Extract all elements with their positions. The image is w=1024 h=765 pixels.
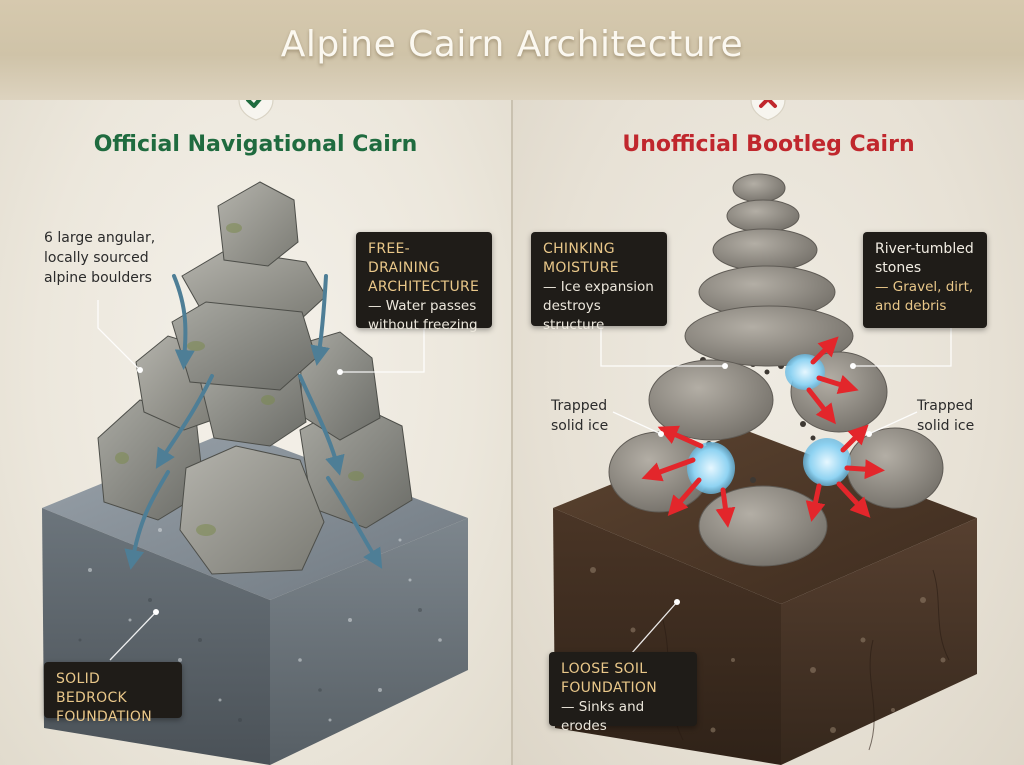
callout-heading: ARCHITECTURE [368,279,480,295]
ice-label-line: Trapped [917,398,974,414]
bootleg-cairn-panel: Unofficial Bootleg Cairn CHINKING MOISTU… [513,100,1024,765]
official-cairn-illustration [42,181,468,765]
callout-heading: FOUNDATION [56,709,152,725]
free-draining-callout: FREE-DRAINING ARCHITECTURE — Water passe… [356,232,492,333]
ice-pocket-right [803,438,851,486]
ice-label-line: solid ice [917,418,975,434]
boulder-top [217,181,299,267]
stone-top [732,173,786,203]
page-title: Alpine Cairn Architecture [280,24,744,65]
callout-heading: River-tumbled [875,241,974,257]
callout-heading: stones [875,260,922,276]
stone-mid-left [648,359,774,441]
ice-label-line: solid ice [551,418,609,434]
callout-body: destroys structure [543,298,605,333]
boulders-label-line: locally sourced [44,250,149,266]
official-title: Official Navigational Cairn [93,132,418,157]
bootleg-cairn-illustration [553,173,977,765]
trapped-ice-label-left: Trapped solid ice [551,396,608,436]
callout-body: — Gravel, dirt, [875,279,974,295]
boulders-label-line: alpine boulders [44,270,152,286]
panel-divider [511,100,513,765]
water-flow-arrows [124,274,383,570]
callout-leader-lines [97,300,425,661]
check-shield-icon [238,100,274,121]
callout-heading: FREE-DRAINING [368,241,440,276]
callout-body: and debris [875,298,947,314]
stone-bottom [698,485,828,567]
callout-body: — Sinks and erodes [561,699,645,734]
loose-soil-callout: LOOSE SOIL FOUNDATION — Sinks and erodes [549,652,697,734]
x-shield-icon [750,100,786,121]
callout-leader-lines [600,322,952,655]
ice-label-line: Trapped [551,398,608,414]
callout-heading: CHINKING [543,241,615,257]
header-band: Alpine Cairn Architecture [0,0,1024,100]
trapped-ice-label-right: Trapped solid ice [917,396,974,436]
angular-boulders [97,181,413,575]
expansion-pressure-arrows [641,336,885,528]
callout-body: — Water passes [368,298,477,314]
river-stones-callout: River-tumbled stones — Gravel, dirt, and… [863,232,987,328]
stone-5 [684,305,854,367]
boulders-label: 6 large angular, locally sourced alpine … [44,228,155,288]
callout-heading: MOISTURE [543,260,619,276]
callout-heading: FOUNDATION [561,680,657,696]
callout-body: without freezing [368,317,478,333]
boulder-lower-center [179,445,325,575]
callout-heading: LOOSE SOIL [561,661,648,677]
stone-3 [712,228,818,272]
bedrock-foundation-callout: SOLID BEDROCK FOUNDATION [44,662,182,725]
stone-2 [726,199,800,233]
callout-heading: SOLID BEDROCK [56,671,128,706]
official-cairn-panel: Official Navigational Cairn 6 large angu… [0,100,511,765]
callout-body: — Ice expansion [543,279,654,295]
boulders-label-line: 6 large angular, [44,230,156,246]
chinking-moisture-callout: CHINKING MOISTURE — Ice expansion destro… [531,232,667,333]
bootleg-title: Unofficial Bootleg Cairn [622,132,915,157]
